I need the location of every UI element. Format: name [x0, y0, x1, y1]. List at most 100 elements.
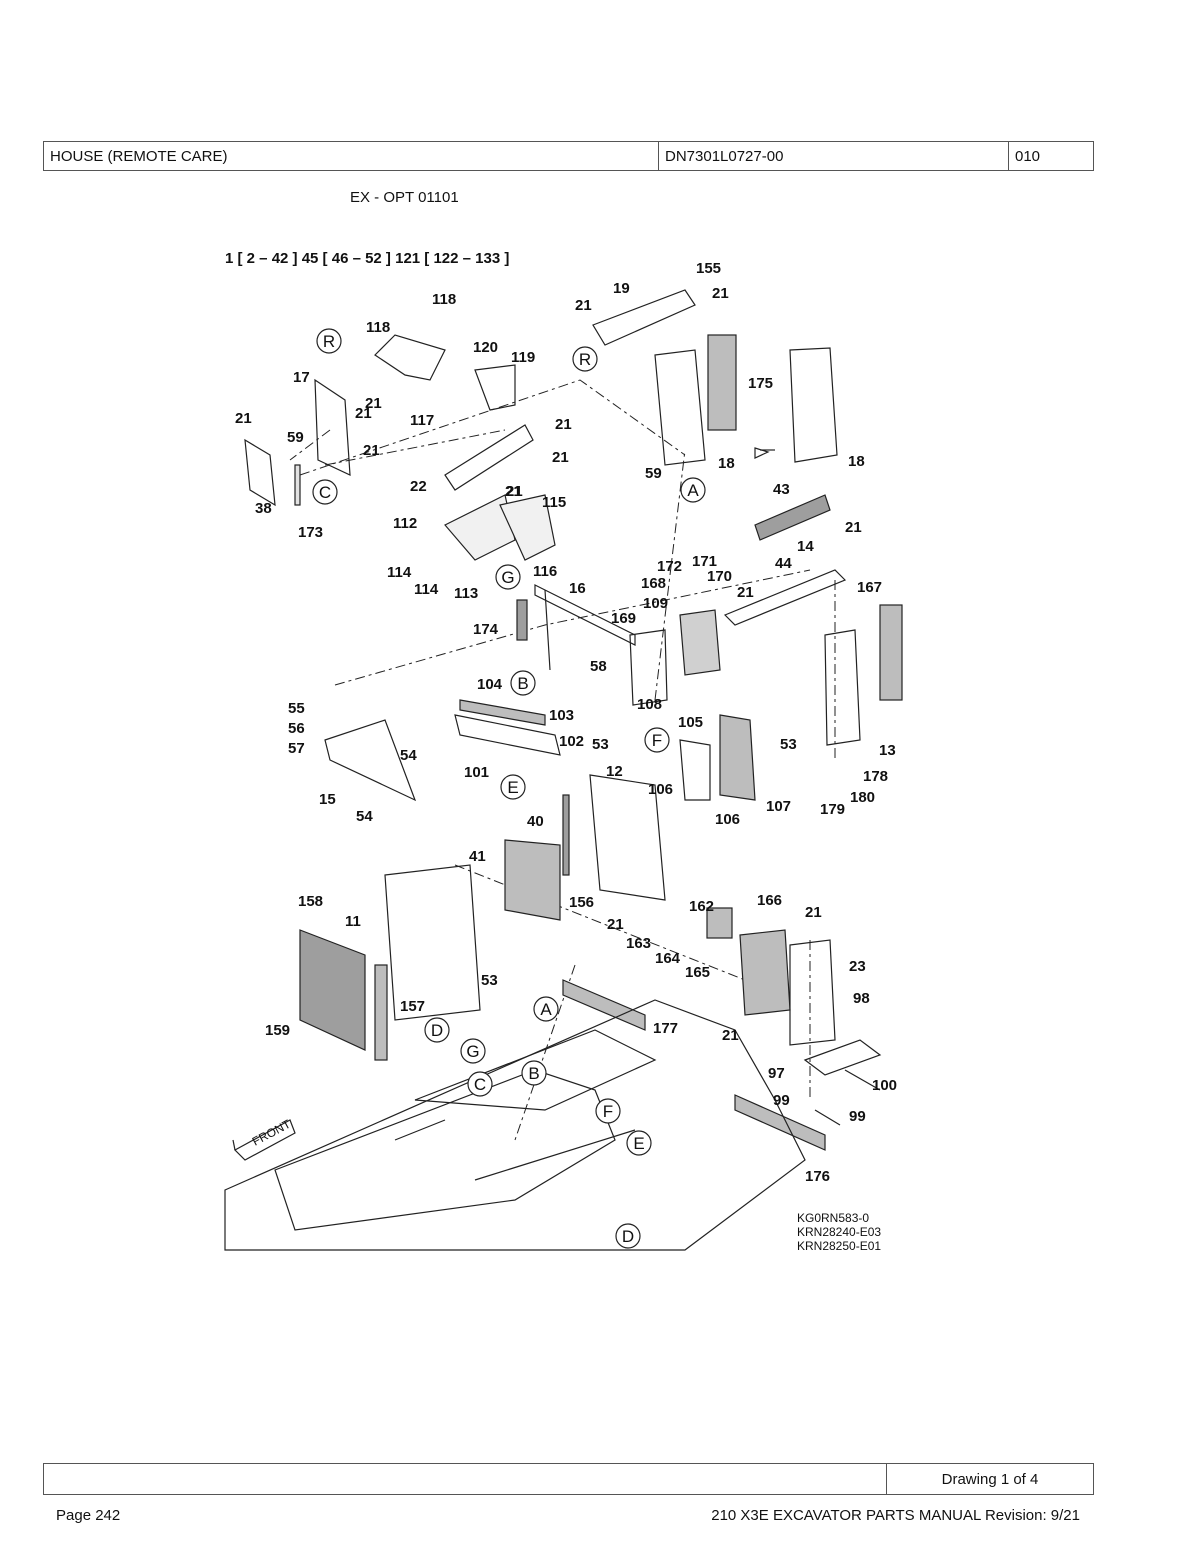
callout-letter: A: [687, 481, 699, 500]
drawing-lines: [224, 289, 903, 1251]
part-label: 118: [366, 319, 390, 336]
part-label: 113: [454, 585, 478, 602]
part-label: 21: [505, 483, 522, 500]
part-label: 173: [298, 524, 323, 541]
callout-letter: E: [633, 1134, 644, 1153]
callout-letter: A: [540, 1000, 552, 1019]
part-label: 21: [363, 442, 380, 459]
part-label: 11: [345, 913, 361, 930]
drawing-code: KRN28240-E03: [797, 1225, 881, 1239]
part-label: 114: [387, 564, 412, 581]
section-title: HOUSE (REMOTE CARE): [50, 147, 228, 165]
part-label: 114: [414, 581, 439, 598]
part-label: 21: [555, 416, 572, 433]
part-label: 21: [355, 405, 372, 422]
callout-letter: F: [652, 731, 662, 750]
part-label: 102: [559, 733, 584, 750]
callout-letter: E: [507, 778, 518, 797]
part-label: 44: [775, 555, 792, 572]
part-label: 21: [506, 483, 523, 500]
part-label: 99: [849, 1108, 866, 1125]
part-label: 59: [287, 429, 304, 446]
part-label: 159: [265, 1022, 290, 1039]
detail-callouts: [312, 328, 706, 1249]
callout-letter: R: [323, 332, 335, 351]
footer-blank-cell: [44, 1464, 886, 1494]
index-number: 010: [1008, 142, 1093, 170]
part-label: 105: [678, 714, 703, 731]
part-label: 158: [298, 893, 323, 910]
part-label: 156: [569, 894, 594, 911]
part-label: 117: [410, 412, 434, 429]
part-label: 54: [356, 808, 373, 825]
part-label: 165: [685, 964, 710, 981]
part-label: 116: [533, 563, 557, 580]
part-label: 103: [549, 707, 574, 724]
callout-letter: C: [474, 1075, 486, 1094]
part-label: 172: [657, 558, 682, 575]
part-label: 22: [410, 478, 427, 495]
callout-letter: B: [517, 674, 528, 693]
part-label: 21: [722, 1027, 739, 1044]
part-label: 21: [365, 395, 382, 412]
header-table: HOUSE (REMOTE CARE) DN7301L0727-00 010: [43, 141, 1094, 171]
part-label: 21: [712, 285, 729, 302]
part-label: 175: [748, 375, 773, 392]
part-label: 21: [805, 904, 822, 921]
part-label: 169: [611, 610, 636, 627]
part-label: 21: [845, 519, 862, 536]
part-label: 41: [469, 848, 486, 865]
part-label: 101: [464, 764, 489, 781]
part-number: DN7301L0727-00: [658, 142, 1008, 170]
part-label: 179: [820, 801, 845, 818]
part-label: 180: [850, 789, 875, 806]
part-label: 115: [542, 494, 566, 511]
part-label: 162: [689, 898, 714, 915]
part-label: 177: [653, 1020, 678, 1037]
part-label: 53: [592, 736, 609, 753]
callout-letter: C: [319, 483, 331, 502]
part-label: 38: [255, 500, 272, 517]
part-label: 167: [857, 579, 882, 596]
part-label: 171: [692, 553, 717, 570]
part-label: 21: [575, 297, 592, 314]
footer-table: Drawing 1 of 4: [43, 1463, 1094, 1495]
part-label: 100: [872, 1077, 897, 1094]
part-label: 18: [718, 455, 735, 472]
callout-letter: F: [603, 1102, 613, 1121]
part-label: 13: [879, 742, 896, 759]
part-label: 170: [707, 568, 732, 585]
part-label: 109: [643, 595, 668, 612]
drawing-code: KRN28250-E01: [797, 1239, 881, 1253]
part-label: 14: [797, 538, 814, 555]
callout-letter: B: [528, 1064, 539, 1083]
part-label: 106: [715, 811, 740, 828]
part-label: 155: [696, 260, 721, 277]
part-label: 17: [293, 369, 310, 386]
option-subtitle: EX - OPT 01101: [350, 189, 459, 206]
part-label: 163: [626, 935, 651, 952]
kit-line: 1 [ 2 – 42 ] 45 [ 46 – 52 ] 121 [ 122 – …: [225, 250, 509, 267]
part-label: 16: [569, 580, 586, 597]
part-labels: 155 19 21 21 21 118 118 120 119 175 17 2…: [235, 260, 897, 1185]
drawing-codes: KG0RN583-0 KRN28240-E03 KRN28250-E01: [797, 1211, 881, 1253]
callout-letter: R: [579, 350, 591, 369]
drawing-count: Drawing 1 of 4: [886, 1464, 1093, 1494]
part-label: 166: [757, 892, 782, 909]
drawing-code: KG0RN583-0: [797, 1211, 869, 1225]
part-label: 164: [655, 950, 681, 967]
part-label: 98: [853, 990, 870, 1007]
part-label: 104: [477, 676, 503, 693]
part-label: 97: [768, 1065, 785, 1082]
part-label: 43: [773, 481, 790, 498]
part-label: 40: [527, 813, 544, 830]
part-label: 99: [773, 1092, 790, 1109]
detail-callout-letters: R R C A G B E F A G C B F E D D: [319, 332, 699, 1246]
part-label: 106: [648, 781, 673, 798]
part-label: 15: [319, 791, 336, 808]
part-label: 118: [432, 291, 456, 308]
page-number: Page 242: [56, 1507, 121, 1524]
part-label: 57: [288, 740, 305, 757]
part-label: 56: [288, 720, 305, 737]
part-label: 112: [393, 515, 417, 532]
